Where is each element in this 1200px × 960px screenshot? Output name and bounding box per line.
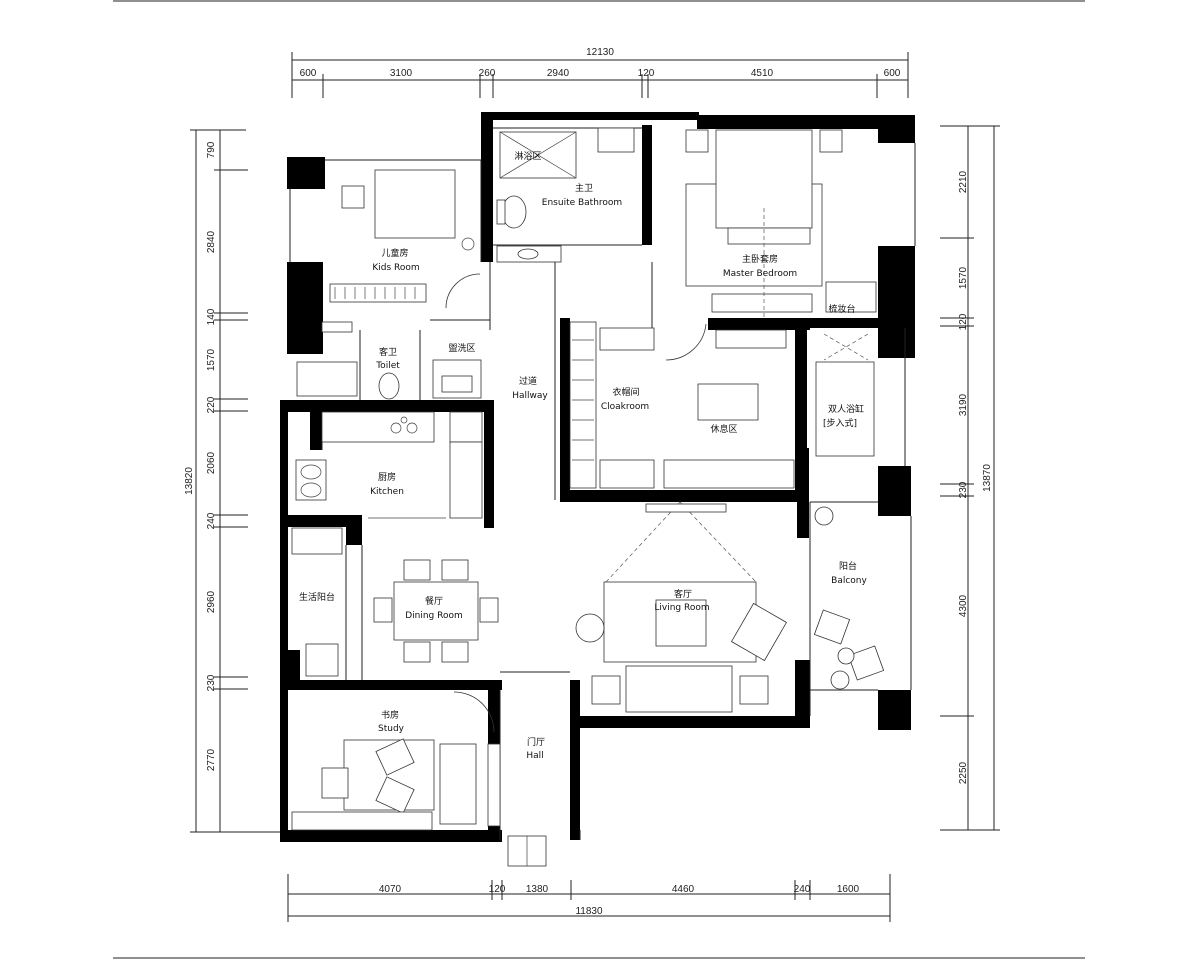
bottom-total-dim: 11830 [575, 906, 603, 917]
top-dim-4: 2940 [547, 68, 570, 79]
toilet-label-en: Toilet [375, 361, 400, 371]
left-dim-6: 2060 [206, 451, 217, 474]
right-total-dim: 13870 [982, 464, 993, 492]
right-dim-6: 4300 [958, 594, 969, 617]
left-total-dim: 13820 [184, 467, 195, 495]
right-dim-5: 230 [958, 481, 969, 498]
entry-door [507, 835, 547, 867]
left-dim-8: 2960 [206, 590, 217, 613]
left-dim-1: 790 [206, 141, 217, 158]
structural-walls [280, 112, 915, 842]
right-dim-3: 120 [958, 313, 969, 330]
left-dim-3: 140 [206, 308, 217, 325]
tub-label-2: [步入式] [823, 417, 857, 429]
top-dim-6: 4510 [751, 68, 774, 79]
toilet-and-washing [296, 321, 482, 400]
right-dim-2: 1570 [958, 266, 969, 289]
bottom-dimension-chain: 4070 120 1380 4460 240 1600 11830 [287, 874, 891, 922]
room-labels: 淋浴区 主卫 Ensuite Bathroom 主卧套房 Master Bedr… [299, 150, 868, 761]
ensuite-label-cn: 主卫 [575, 182, 593, 194]
dining-table [373, 559, 499, 663]
shower-label: 淋浴区 [514, 150, 541, 162]
cloakroom-fixtures [569, 321, 795, 489]
bottom-dim-6: 1600 [837, 884, 860, 895]
left-dim-9: 230 [206, 674, 217, 691]
balcony-furniture [813, 506, 885, 690]
top-dimension-chain: 12130 600 3100 260 2940 120 4510 600 [291, 47, 909, 98]
hallway-label-cn: 过道 [519, 375, 537, 387]
balcony-label-en: Balcony [831, 576, 867, 586]
top-dim-5: 120 [638, 68, 655, 79]
ensuite-label-en: Ensuite Bathroom [542, 198, 622, 208]
study-furniture [291, 691, 501, 831]
left-dim-10: 2770 [206, 748, 217, 771]
study-label-cn: 书房 [381, 709, 399, 721]
utility-balcony-label: 生活阳台 [299, 591, 335, 603]
living-label-cn: 客厅 [674, 588, 692, 600]
tub-area-fixtures [815, 333, 875, 457]
left-dim-5: 220 [206, 396, 217, 413]
living-label-en: Living Room [654, 603, 709, 613]
toilet-label-cn: 客卫 [379, 346, 397, 358]
kitchen-label-en: Kitchen [370, 487, 404, 497]
cloak-label-en: Cloakroom [601, 402, 649, 412]
top-dim-3: 260 [479, 68, 496, 79]
washing-label: 盥洗区 [448, 342, 475, 354]
bottom-dim-4: 4460 [672, 884, 695, 895]
left-dim-2: 2840 [206, 230, 217, 253]
cloak-label-cn: 衣帽间 [612, 386, 639, 398]
top-dim-2: 3100 [390, 68, 413, 79]
kids-room-furniture [329, 169, 481, 309]
top-dim-7: 600 [884, 68, 901, 79]
left-dim-7: 240 [206, 512, 217, 529]
hallway-label-en: Hallway [512, 391, 548, 401]
utility-balcony-fixtures [291, 527, 343, 677]
top-total-dim: 12130 [586, 47, 614, 58]
right-dim-4: 3190 [958, 393, 969, 416]
right-dim-1: 2210 [958, 170, 969, 193]
top-dim-1: 600 [300, 68, 317, 79]
right-dimension-chain: 2210 1570 120 3190 230 4300 2250 13870 [940, 125, 1000, 831]
kitchen-fixtures [295, 411, 483, 519]
hall-label-en: Hall [526, 751, 543, 761]
vanity-label: 梳妆台 [828, 303, 855, 315]
living-room-furniture [575, 501, 788, 713]
bottom-dim-5: 240 [794, 884, 811, 895]
dining-label-cn: 餐厅 [425, 595, 443, 607]
ensuite-fixtures [496, 127, 635, 263]
master-label-cn: 主卧套房 [742, 253, 778, 265]
master-bedroom-furniture [685, 129, 877, 318]
bottom-dim-2: 120 [489, 884, 506, 895]
kitchen-label-cn: 厨房 [378, 471, 396, 483]
right-dim-7: 2250 [958, 761, 969, 784]
dining-label-en: Dining Room [405, 611, 463, 621]
bottom-dim-1: 4070 [379, 884, 402, 895]
hall-label-cn: 门厅 [527, 736, 545, 748]
lounge-label: 休息区 [710, 423, 737, 435]
left-dim-4: 1570 [206, 348, 217, 371]
bottom-dim-3: 1380 [526, 884, 549, 895]
balcony-label-cn: 阳台 [839, 560, 857, 572]
left-dimension-chain: 13820 790 2840 140 1570 220 2060 240 296… [184, 129, 280, 833]
master-label-en: Master Bedroom [723, 269, 797, 279]
study-label-en: Study [378, 724, 405, 734]
kids-label-en: Kids Room [372, 263, 419, 273]
kids-label-cn: 儿童房 [381, 247, 408, 259]
tub-label-1: 双人浴缸 [828, 403, 864, 415]
